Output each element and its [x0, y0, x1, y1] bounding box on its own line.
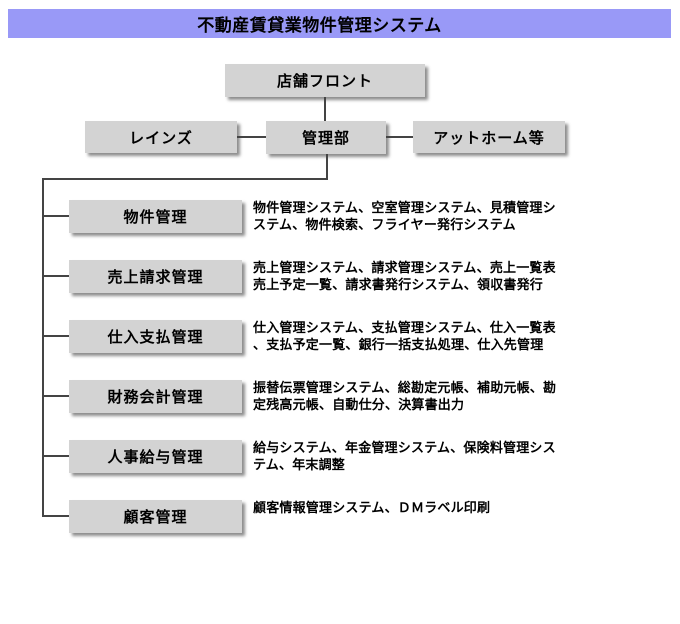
node-at-home-label: アットホーム等 — [433, 129, 545, 147]
connector-elbow — [42, 178, 328, 180]
connector-branch-3 — [42, 335, 69, 337]
node-customer-management-label: 顧客管理 — [123, 509, 188, 526]
node-hr-payroll: 人事給与管理 — [69, 440, 242, 473]
node-purchasing-payment-label: 仕入支払管理 — [107, 329, 204, 346]
node-store-front-label: 店舗フロント — [276, 73, 373, 90]
connector-branch-1 — [42, 215, 69, 217]
node-management-dept: 管理部 — [266, 121, 386, 154]
connector-reins-to-management — [237, 136, 266, 138]
node-management-dept-label: 管理部 — [301, 130, 350, 147]
connector-management-to-athome — [386, 136, 413, 138]
node-reins-label: レインズ — [129, 129, 193, 147]
node-property-management: 物件管理 — [69, 200, 242, 233]
node-sales-billing: 売上請求管理 — [69, 260, 242, 293]
connector-trunk — [42, 178, 44, 517]
desc-sales-billing: 売上管理システム、請求管理システム、売上一覧表 売上予定一覧、請求書発行システム… — [253, 260, 556, 292]
node-store-front: 店舗フロント — [225, 64, 425, 97]
connector-branch-5 — [42, 455, 69, 457]
node-financial-accounting: 財務会計管理 — [69, 380, 242, 413]
desc-hr-payroll: 給与システム、年金管理システム、保険料管理シス テム、年末調整 — [253, 440, 556, 472]
node-at-home: アットホーム等 — [413, 121, 565, 153]
node-customer-management: 顧客管理 — [69, 500, 242, 533]
desc-purchasing-payment: 仕入管理システム、支払管理システム、仕入一覧表 、支払予定一覧、銀行一括支払処理… — [253, 320, 556, 352]
desc-property-management: 物件管理システム、空室管理システム、見積管理シ ステム、物件検索、フライヤー発行… — [253, 200, 556, 232]
node-hr-payroll-label: 人事給与管理 — [107, 449, 204, 466]
node-reins: レインズ — [85, 121, 237, 153]
node-sales-billing-label: 売上請求管理 — [107, 269, 204, 286]
desc-customer-management: 顧客情報管理システム、ＤＭラベル印刷 — [253, 500, 491, 515]
connector-branch-4 — [42, 395, 69, 397]
page-title-bar: 不動産賃貸業物件管理システム — [8, 9, 671, 38]
connector-storefront-to-management — [324, 97, 326, 121]
node-property-management-label: 物件管理 — [123, 209, 188, 226]
connector-branch-6 — [42, 515, 69, 517]
connector-management-down — [326, 154, 328, 180]
node-financial-accounting-label: 財務会計管理 — [107, 389, 204, 406]
desc-financial-accounting: 振替伝票管理システム、総勘定元帳、補助元帳、勘 定残高元帳、自動仕分、決算書出力 — [253, 380, 557, 412]
node-purchasing-payment: 仕入支払管理 — [69, 320, 242, 353]
connector-branch-2 — [42, 275, 69, 277]
page-title: 不動産賃貸業物件管理システム — [197, 16, 442, 35]
